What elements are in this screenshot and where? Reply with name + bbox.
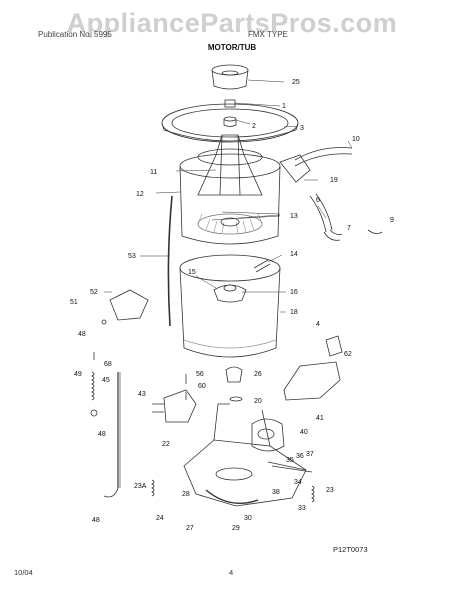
callout-label: 23: [326, 487, 334, 494]
suspension-springs: [90, 352, 121, 498]
callout-label: 10: [352, 136, 360, 143]
callout-label: 48: [78, 331, 86, 338]
callout-label: 68: [104, 361, 112, 368]
callout-label: 37: [306, 451, 314, 458]
callout-label: 3: [300, 125, 304, 132]
callout-label: 1: [282, 103, 286, 110]
mounting-bracket: [101, 289, 149, 325]
lower-spring-left: [151, 479, 155, 497]
callout-label: 19: [330, 177, 338, 184]
gearcase-motor: [251, 418, 285, 452]
agitator: [197, 134, 263, 196]
inner-basket: [179, 153, 281, 245]
callout-label: 20: [254, 398, 262, 405]
callout-label: 62: [344, 351, 352, 358]
callout-label: 52: [90, 289, 98, 296]
small-hardware: [185, 366, 243, 402]
callout-label: 13: [290, 213, 298, 220]
callout-label: 27: [186, 525, 194, 532]
footer-date: 10/04: [14, 568, 33, 577]
callout-label: 6: [316, 197, 320, 204]
callout-label: 7: [347, 225, 351, 232]
callout-label: 25: [292, 79, 300, 86]
callout-label: 41: [316, 415, 324, 422]
balance-ring: [161, 103, 299, 143]
callout-label: 60: [198, 383, 206, 390]
callout-label: 28: [182, 491, 190, 498]
callout-label: 26: [254, 371, 262, 378]
callout-label: 14: [290, 251, 298, 258]
callout-label: 53: [128, 253, 136, 260]
callout-label: 23A: [134, 483, 147, 490]
lower-spring-right: [311, 485, 315, 503]
callout-label: 2: [252, 123, 256, 130]
callout-label: 40: [300, 429, 308, 436]
callout-label: 15: [188, 269, 196, 276]
callout-label: 36: [296, 453, 304, 460]
callout-label: 18: [290, 309, 298, 316]
wire-harness: [267, 461, 313, 473]
motor-cover: [283, 335, 343, 401]
bolt: [253, 259, 271, 273]
callout-label: 11: [150, 169, 157, 176]
callout-label: 12: [136, 191, 144, 198]
diagram-code: P12T0073: [333, 545, 368, 554]
callout-label: 38: [272, 489, 280, 496]
base-plate: [183, 403, 307, 507]
callout-label: 45: [102, 377, 110, 384]
callout-label: 35: [286, 457, 294, 464]
callout-label: 16: [290, 289, 298, 296]
tub-seal-assembly: [213, 284, 247, 303]
section-title: MOTOR/TUB: [207, 43, 257, 52]
callout-labels: 25 1 2 3 10 11 19 12 13 6 7 9 53 14 15 1…: [70, 79, 394, 532]
hose-clamp: [367, 229, 383, 234]
watermark: AppliancePartsPros.com: [66, 8, 398, 38]
callout-label: 48: [92, 517, 100, 524]
leader-lines: [104, 79, 353, 313]
suspension-rod: [167, 195, 173, 327]
callout-label: 48: [98, 431, 106, 438]
fill-hose: [309, 193, 333, 233]
page-number: 4: [229, 568, 234, 577]
hub-fasteners: [223, 99, 237, 127]
callout-label: 49: [74, 371, 82, 378]
callout-label: 30: [244, 515, 252, 522]
callout-label: 9: [390, 217, 394, 224]
drain-hose: [279, 147, 353, 183]
callout-label: 51: [70, 299, 78, 306]
model-type: FMX TYPE: [248, 30, 288, 39]
callout-label: 34: [294, 479, 302, 486]
callout-label: 24: [156, 515, 164, 522]
callout-label: 33: [298, 505, 306, 512]
callout-label: 4: [316, 321, 320, 328]
callout-label: 29: [232, 525, 240, 532]
callout-label: 43: [138, 391, 146, 398]
callout-label: 56: [196, 371, 204, 378]
callout-label: 22: [162, 441, 170, 448]
water-pump: [152, 389, 197, 423]
publication-number: Publication No. 5995: [38, 30, 112, 39]
outer-tub: [179, 254, 281, 358]
agitator-cap: [211, 64, 249, 90]
